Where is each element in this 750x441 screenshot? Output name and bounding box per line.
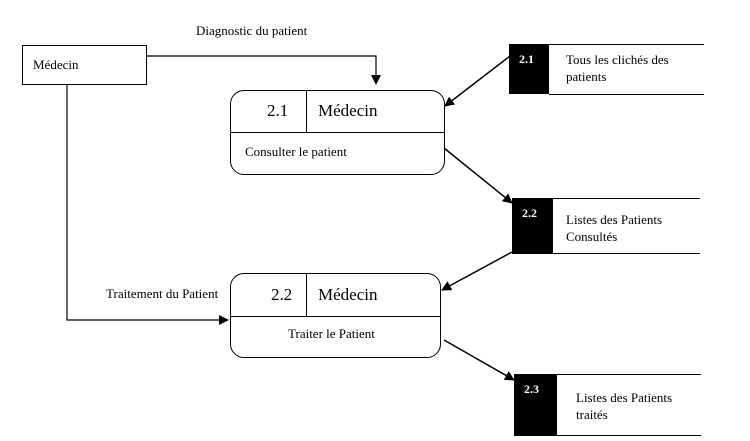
process-2-1-id: 2.1 [267,101,289,120]
process-2-2: 2.2 Médecin Traiter le Patient [230,273,441,358]
process-2-1: 2.1 Médecin Consulter le patient [230,90,445,175]
store-2-3-name: Listes des Patients traités [576,390,673,422]
store-2-1-top-line [549,44,704,45]
arrow-store21-to-proc21 [444,55,511,107]
store-2-2-name: Listes des Patients Consultés [566,212,663,244]
process-2-2-id: 2.2 [271,285,293,304]
external-entity-label: Médecin [33,57,79,72]
arrow-store22-to-proc22 [441,251,513,291]
flow-label-diagnostic: Diagnostic du patient [196,23,308,38]
arrow-traitement [66,85,229,325]
store-2-2-bottom-line [553,253,700,254]
process-2-1-actor: Médecin [318,101,378,120]
store-2-1-id: 2.1 [509,44,549,94]
store-2-3-bottom-line [557,435,701,436]
process-2-2-actor: Médecin [318,285,378,304]
store-2-3-id: 2.3 [514,374,557,436]
arrow-diagnostic [146,55,381,85]
external-entity-medecin: Médecin [22,45,147,85]
process-2-2-description: Traiter le Patient [288,326,375,341]
store-2-1-bottom-line [549,94,704,95]
process-2-1-description: Consulter le patient [245,144,347,159]
arrow-proc22-to-store23 [443,339,515,381]
arrow-proc21-to-store22 [443,147,513,204]
store-2-2-id: 2.2 [512,198,553,254]
store-2-2-top-line [553,198,700,199]
store-2-1-name: Tous les clichés des patients [566,52,669,84]
store-2-3-top-line [557,374,701,375]
flow-label-traitement: Traitement du Patient [106,286,219,301]
